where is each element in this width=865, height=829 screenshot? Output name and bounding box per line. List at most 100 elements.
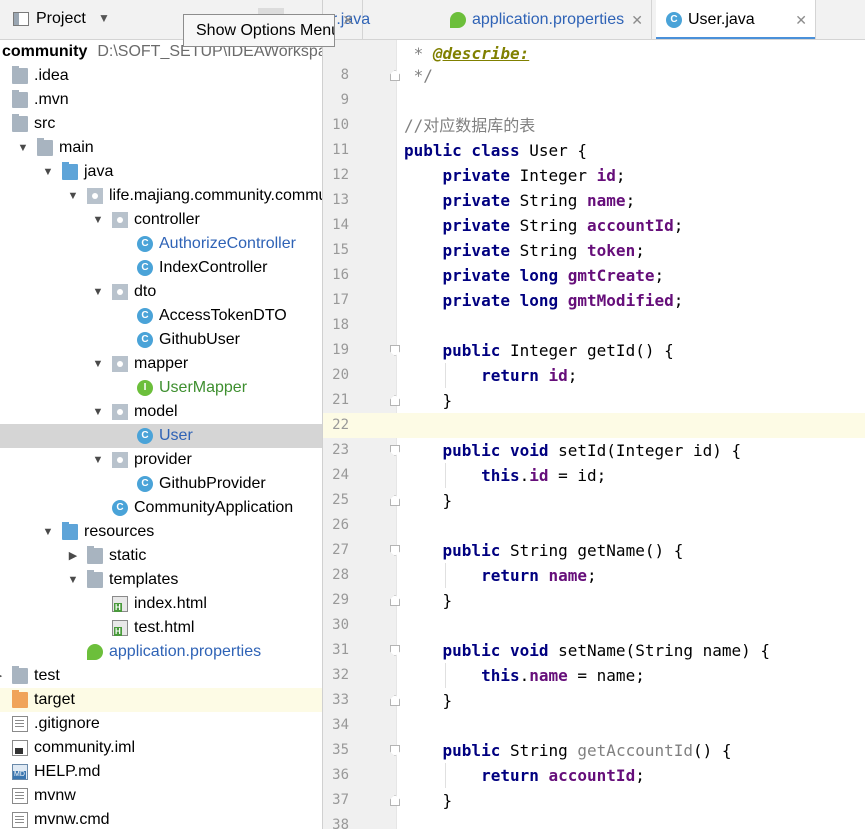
tree-item[interactable]: application.properties <box>0 640 322 664</box>
code-line[interactable]: 35 public String getAccountId() { <box>323 738 865 763</box>
chevron-down-icon[interactable]: ▼ <box>92 214 104 226</box>
code-line[interactable]: 36 return accountId; <box>323 763 865 788</box>
fold-marker-icon[interactable] <box>390 595 400 606</box>
tree-item[interactable]: mvnw <box>0 784 322 808</box>
tree-item[interactable]: ▼life.majiang.community.commu <box>0 184 322 208</box>
code-line[interactable]: 32 this.name = name; <box>323 663 865 688</box>
tree-item[interactable]: HELP.md <box>0 760 322 784</box>
code-line[interactable]: 27 public String getName() { <box>323 538 865 563</box>
code-line[interactable]: 17 private long gmtModified; <box>323 288 865 313</box>
editor-tab[interactable]: application.properties✕ <box>440 0 652 39</box>
code-line[interactable]: 30 <box>323 613 865 638</box>
tree-item[interactable]: .mvn <box>0 88 322 112</box>
fold-marker-icon[interactable] <box>390 745 400 756</box>
code-line[interactable]: 33 } <box>323 688 865 713</box>
close-icon[interactable]: ✕ <box>342 12 354 28</box>
code-line[interactable]: 34 <box>323 713 865 738</box>
code-line[interactable]: 16 private long gmtCreate; <box>323 263 865 288</box>
chevron-down-icon[interactable]: ▼ <box>42 526 54 538</box>
close-icon[interactable]: ✕ <box>631 12 643 28</box>
chevron-down-icon[interactable]: ▼ <box>67 574 79 586</box>
tree-item[interactable]: ▼dto <box>0 280 322 304</box>
chevron-down-icon[interactable]: ▼ <box>92 454 104 466</box>
tree-item[interactable]: ▼controller <box>0 208 322 232</box>
tree-item[interactable]: ▼main <box>0 136 322 160</box>
tree-item[interactable]: ▼templates <box>0 568 322 592</box>
code-line[interactable]: 29 } <box>323 588 865 613</box>
fold-marker-icon[interactable] <box>390 695 400 706</box>
code-line[interactable]: 12 private Integer id; <box>323 163 865 188</box>
code-line[interactable]: 9 <box>323 88 865 113</box>
code-line[interactable]: * @describe: <box>323 41 865 66</box>
code-token: token <box>587 241 636 260</box>
tree-item[interactable]: ▶test <box>0 664 322 688</box>
tree-item[interactable]: target <box>0 688 322 712</box>
fold-marker-icon[interactable] <box>390 495 400 506</box>
code-line[interactable]: 21 } <box>323 388 865 413</box>
code-line[interactable]: 24 this.id = id; <box>323 463 865 488</box>
tree-item[interactable]: ▶static <box>0 544 322 568</box>
code-line[interactable]: 8 */ <box>323 63 865 88</box>
code-line[interactable]: 10//对应数据库的表 <box>323 113 865 138</box>
code-line[interactable]: 26 <box>323 513 865 538</box>
chevron-down-icon[interactable]: ▼ <box>17 142 29 154</box>
code-line[interactable]: 18 <box>323 313 865 338</box>
code-line[interactable]: 37 } <box>323 788 865 813</box>
close-icon[interactable]: ✕ <box>795 12 807 28</box>
chevron-down-icon[interactable]: ▼ <box>92 406 104 418</box>
project-panel-title[interactable]: Project <box>36 10 86 27</box>
tree-item[interactable]: src <box>0 112 322 136</box>
tree-item[interactable]: .gitignore <box>0 712 322 736</box>
class-icon: C <box>137 428 153 444</box>
fold-marker-icon[interactable] <box>390 545 400 556</box>
chevron-down-icon[interactable]: ▼ <box>98 11 110 25</box>
code-line[interactable]: 31 public void setName(String name) { <box>323 638 865 663</box>
chevron-right-icon[interactable]: ▶ <box>68 550 78 562</box>
code-line[interactable]: 25 } <box>323 488 865 513</box>
tree-item[interactable]: community.iml <box>0 736 322 760</box>
fold-marker-icon[interactable] <box>390 445 400 456</box>
tree-item[interactable]: test.html <box>0 616 322 640</box>
tree-item[interactable]: ▼communityD:\SOFT_SETUP\IDEAWorkspace\co… <box>0 40 322 64</box>
fold-marker-icon[interactable] <box>390 795 400 806</box>
code-line[interactable]: 20 return id; <box>323 363 865 388</box>
tree-item[interactable]: .idea <box>0 64 322 88</box>
chevron-down-icon[interactable]: ▼ <box>92 358 104 370</box>
properties-file-icon <box>450 12 466 28</box>
tree-item[interactable]: index.html <box>0 592 322 616</box>
code-line[interactable]: 22 <box>323 413 865 438</box>
chevron-right-icon[interactable]: ▶ <box>0 664 4 688</box>
code-line[interactable]: 19 public Integer getId() { <box>323 338 865 363</box>
fold-marker-icon[interactable] <box>390 645 400 656</box>
code-line[interactable]: 28 return name; <box>323 563 865 588</box>
tree-item[interactable]: ▼mapper <box>0 352 322 376</box>
code-line[interactable]: 15 private String token; <box>323 238 865 263</box>
chevron-down-icon[interactable]: ▼ <box>67 190 79 202</box>
tree-item[interactable]: ▼java <box>0 160 322 184</box>
fold-marker-icon[interactable] <box>390 395 400 406</box>
tree-item[interactable]: ▼model <box>0 400 322 424</box>
code-line[interactable]: 38 <box>323 813 865 829</box>
chevron-down-icon[interactable]: ▼ <box>42 166 54 178</box>
tree-item[interactable]: mvnw.cmd <box>0 808 322 829</box>
tree-item[interactable]: ▼provider <box>0 448 322 472</box>
fold-marker-icon[interactable] <box>390 70 400 81</box>
chevron-down-icon[interactable]: ▼ <box>92 286 104 298</box>
fold-marker-icon[interactable] <box>390 345 400 356</box>
code-line[interactable]: 14 private String accountId; <box>323 213 865 238</box>
code-line[interactable]: 13 private String name; <box>323 188 865 213</box>
code-line[interactable]: 23 public void setId(Integer id) { <box>323 438 865 463</box>
tree-item[interactable]: ▼resources <box>0 520 322 544</box>
panel-splitter[interactable] <box>322 0 323 829</box>
